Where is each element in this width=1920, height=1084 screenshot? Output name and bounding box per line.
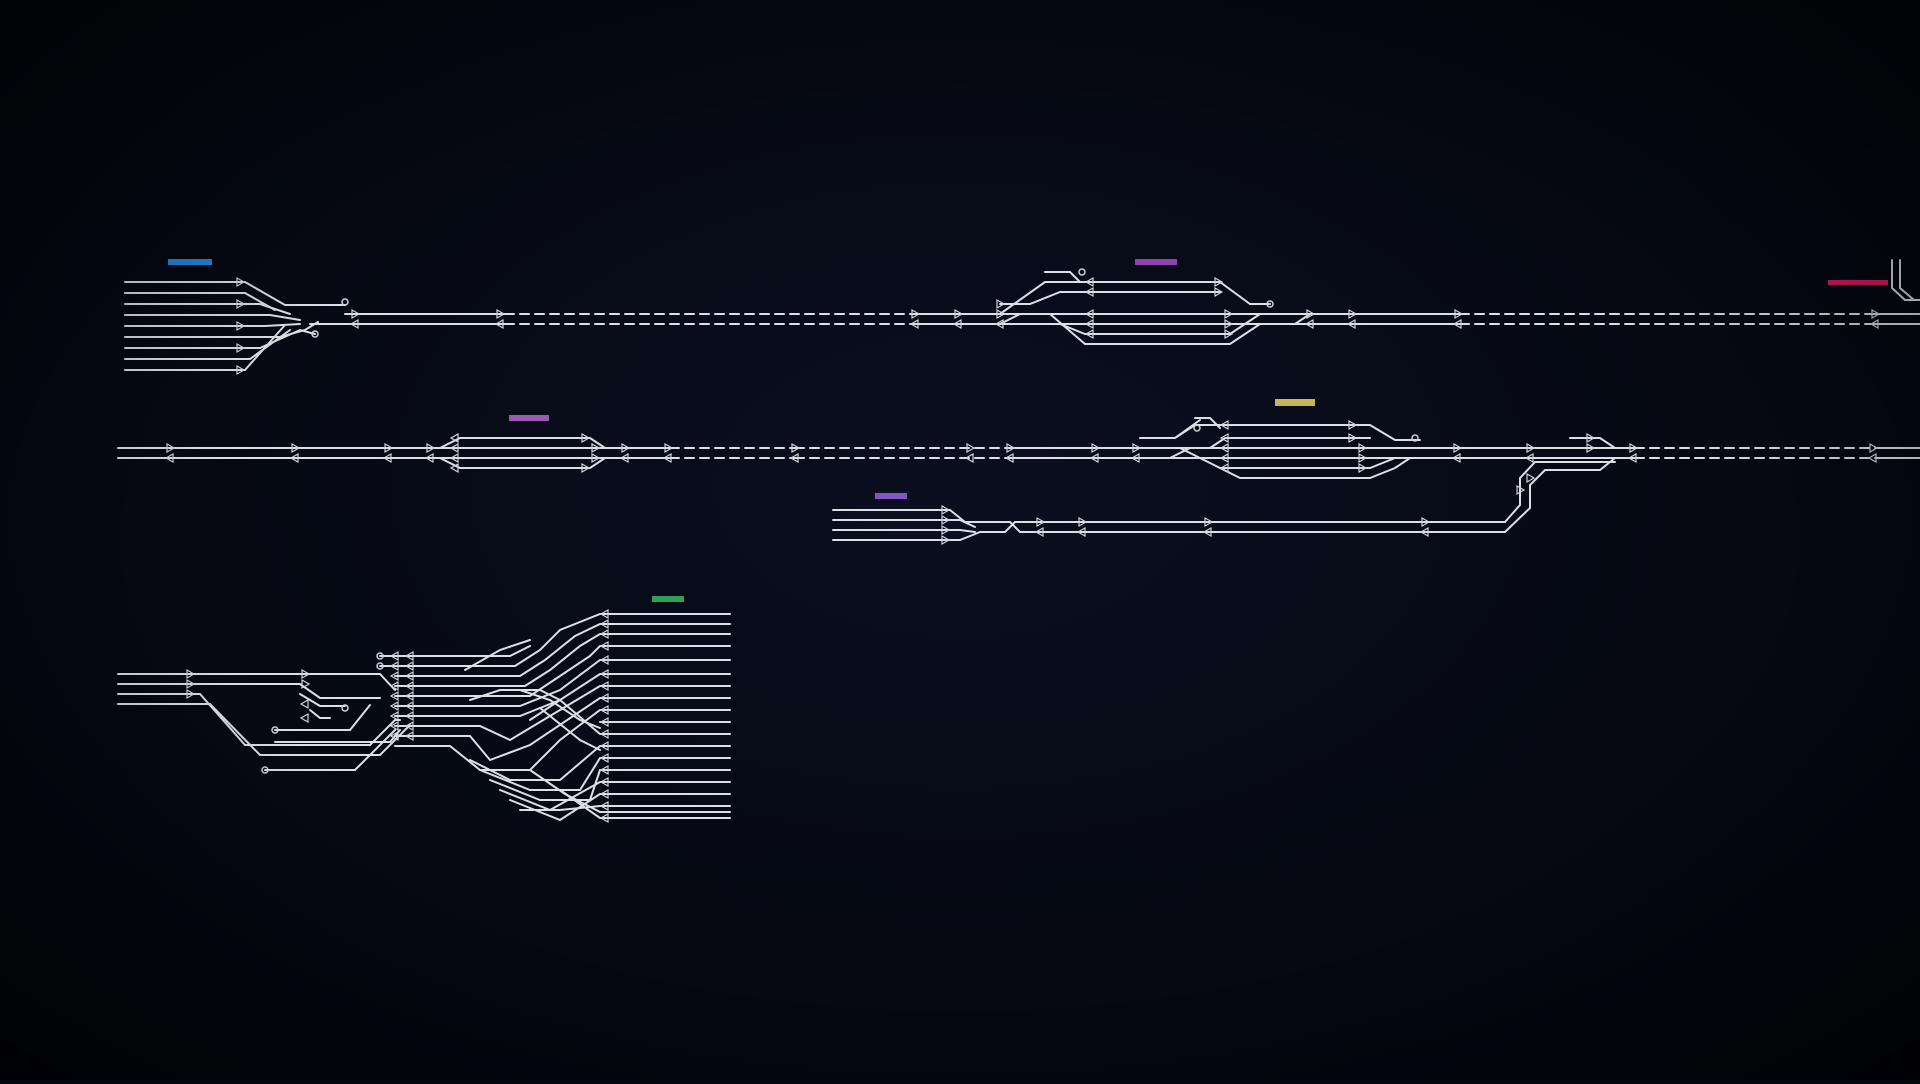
signal-triangle-icon[interactable]: [300, 713, 309, 723]
station-label-badge[interactable]: [1828, 280, 1888, 285]
station-label-badge[interactable]: [652, 596, 684, 602]
line-top[interactable]: [124, 259, 1920, 371]
station-label-badge[interactable]: [168, 259, 212, 265]
line-middle[interactable]: [117, 417, 1920, 479]
buffer-stop-icon[interactable]: [1078, 268, 1086, 276]
station-label-badge[interactable]: [509, 415, 549, 421]
yard-bottom[interactable]: [117, 613, 731, 822]
station-label-badge[interactable]: [875, 493, 907, 499]
signal-triangle-icon[interactable]: [300, 699, 309, 709]
signals: [165, 277, 1880, 823]
station-label-badge[interactable]: [1135, 259, 1177, 265]
tracks: [117, 259, 1920, 822]
station-labels: [168, 259, 1888, 602]
station-label-badge[interactable]: [1275, 399, 1315, 406]
